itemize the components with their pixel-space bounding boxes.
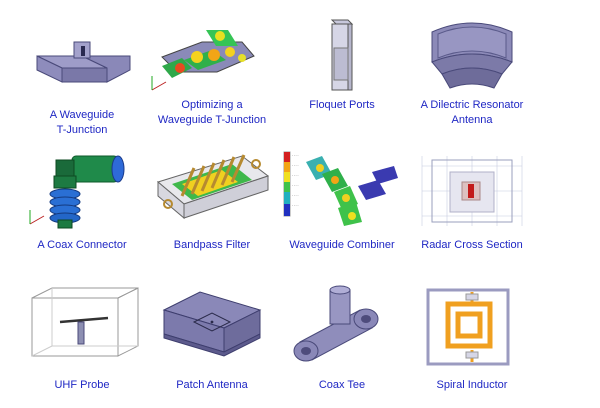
tile-caption[interactable]: Waveguide Combiner	[272, 238, 412, 253]
caption-line: Floquet Ports	[309, 99, 375, 111]
caption-line: Antenna	[451, 114, 493, 126]
svg-text:- - - -: - - - -	[292, 193, 299, 197]
tile-caption[interactable]: Coax Tee	[272, 378, 412, 393]
tile-floquet-ports[interactable]: Floquet Ports	[272, 12, 412, 137]
tile-caption[interactable]: UHF Probe	[12, 378, 152, 393]
svg-text:- - - -: - - - -	[292, 183, 299, 187]
tile-patch-antenna[interactable]: Patch Antenna	[142, 282, 282, 407]
caption-line: Spiral Inductor	[436, 379, 508, 391]
caption-line: Optimizing a	[181, 99, 243, 111]
caption-line: A Coax Connector	[37, 239, 127, 251]
dielectric-resonator-icon[interactable]	[402, 12, 542, 98]
tile-caption[interactable]: Patch Antenna	[142, 378, 282, 393]
svg-text:- - - -: - - - -	[292, 173, 299, 177]
tile-spiral-inductor[interactable]: Spiral Inductor	[402, 282, 542, 407]
uhf-probe-icon[interactable]	[12, 282, 152, 368]
patch-antenna-icon[interactable]	[142, 282, 282, 368]
caption-line: Patch Antenna	[176, 379, 248, 391]
tile-caption[interactable]: A Waveguide T-Junction	[12, 108, 152, 138]
tile-coax-tee[interactable]: Coax Tee	[272, 282, 412, 407]
tile-caption[interactable]: Optimizing a Waveguide T-Junction	[142, 98, 282, 128]
floquet-ports-icon[interactable]	[272, 12, 412, 98]
svg-text:- - - -: - - - -	[292, 163, 299, 167]
radar-cross-section-icon[interactable]	[402, 146, 542, 232]
tile-optimizing-waveguide[interactable]: Optimizing a Waveguide T-Junction	[142, 12, 282, 137]
caption-line: T-Junction	[56, 124, 108, 136]
waveguide-field-plot-icon[interactable]	[142, 12, 282, 98]
svg-text:- - - -: - - - -	[292, 153, 299, 157]
caption-line: Radar Cross Section	[421, 239, 523, 251]
tile-bandpass-filter[interactable]: Bandpass Filter	[142, 146, 282, 271]
coax-tee-icon[interactable]	[272, 282, 412, 368]
tile-coax-connector[interactable]: A Coax Connector	[12, 146, 152, 271]
waveguide-tjunction-icon[interactable]	[12, 12, 152, 98]
tile-caption[interactable]: A Dilectric Resonator Antenna	[402, 98, 542, 128]
caption-line: Bandpass Filter	[173, 239, 251, 251]
tile-caption[interactable]: Bandpass Filter	[142, 238, 282, 253]
waveguide-combiner-icon[interactable]: - - - - - - - - - - - - - - - - - - - - - -…	[272, 146, 412, 232]
caption-line: Waveguide Combiner	[289, 239, 395, 251]
tile-caption[interactable]: A Coax Connector	[12, 238, 152, 253]
caption-line: Coax Tee	[318, 379, 366, 391]
tile-dielectric-resonator[interactable]: A Dilectric Resonator Antenna	[402, 12, 542, 137]
tile-caption[interactable]: Floquet Ports	[272, 98, 412, 113]
tile-waveguide-tjunction[interactable]: A Waveguide T-Junction	[12, 12, 152, 137]
tile-radar-cross-section[interactable]: Radar Cross Section	[402, 146, 542, 271]
caption-line: A Waveguide	[49, 109, 115, 121]
caption-line: A Dilectric Resonator	[420, 99, 524, 111]
tile-waveguide-combiner[interactable]: - - - - - - - - - - - - - - - - - - - - - -…	[272, 146, 412, 271]
svg-text:- - - -: - - - -	[292, 203, 299, 207]
tile-caption[interactable]: Radar Cross Section	[402, 238, 542, 253]
bandpass-filter-icon[interactable]	[142, 146, 282, 232]
caption-line: Waveguide T-Junction	[157, 114, 267, 126]
tile-uhf-probe[interactable]: UHF Probe	[12, 282, 152, 407]
caption-line: UHF Probe	[54, 379, 110, 391]
coax-connector-icon[interactable]	[12, 146, 152, 232]
tile-caption[interactable]: Spiral Inductor	[402, 378, 542, 393]
spiral-inductor-icon[interactable]	[402, 282, 542, 368]
